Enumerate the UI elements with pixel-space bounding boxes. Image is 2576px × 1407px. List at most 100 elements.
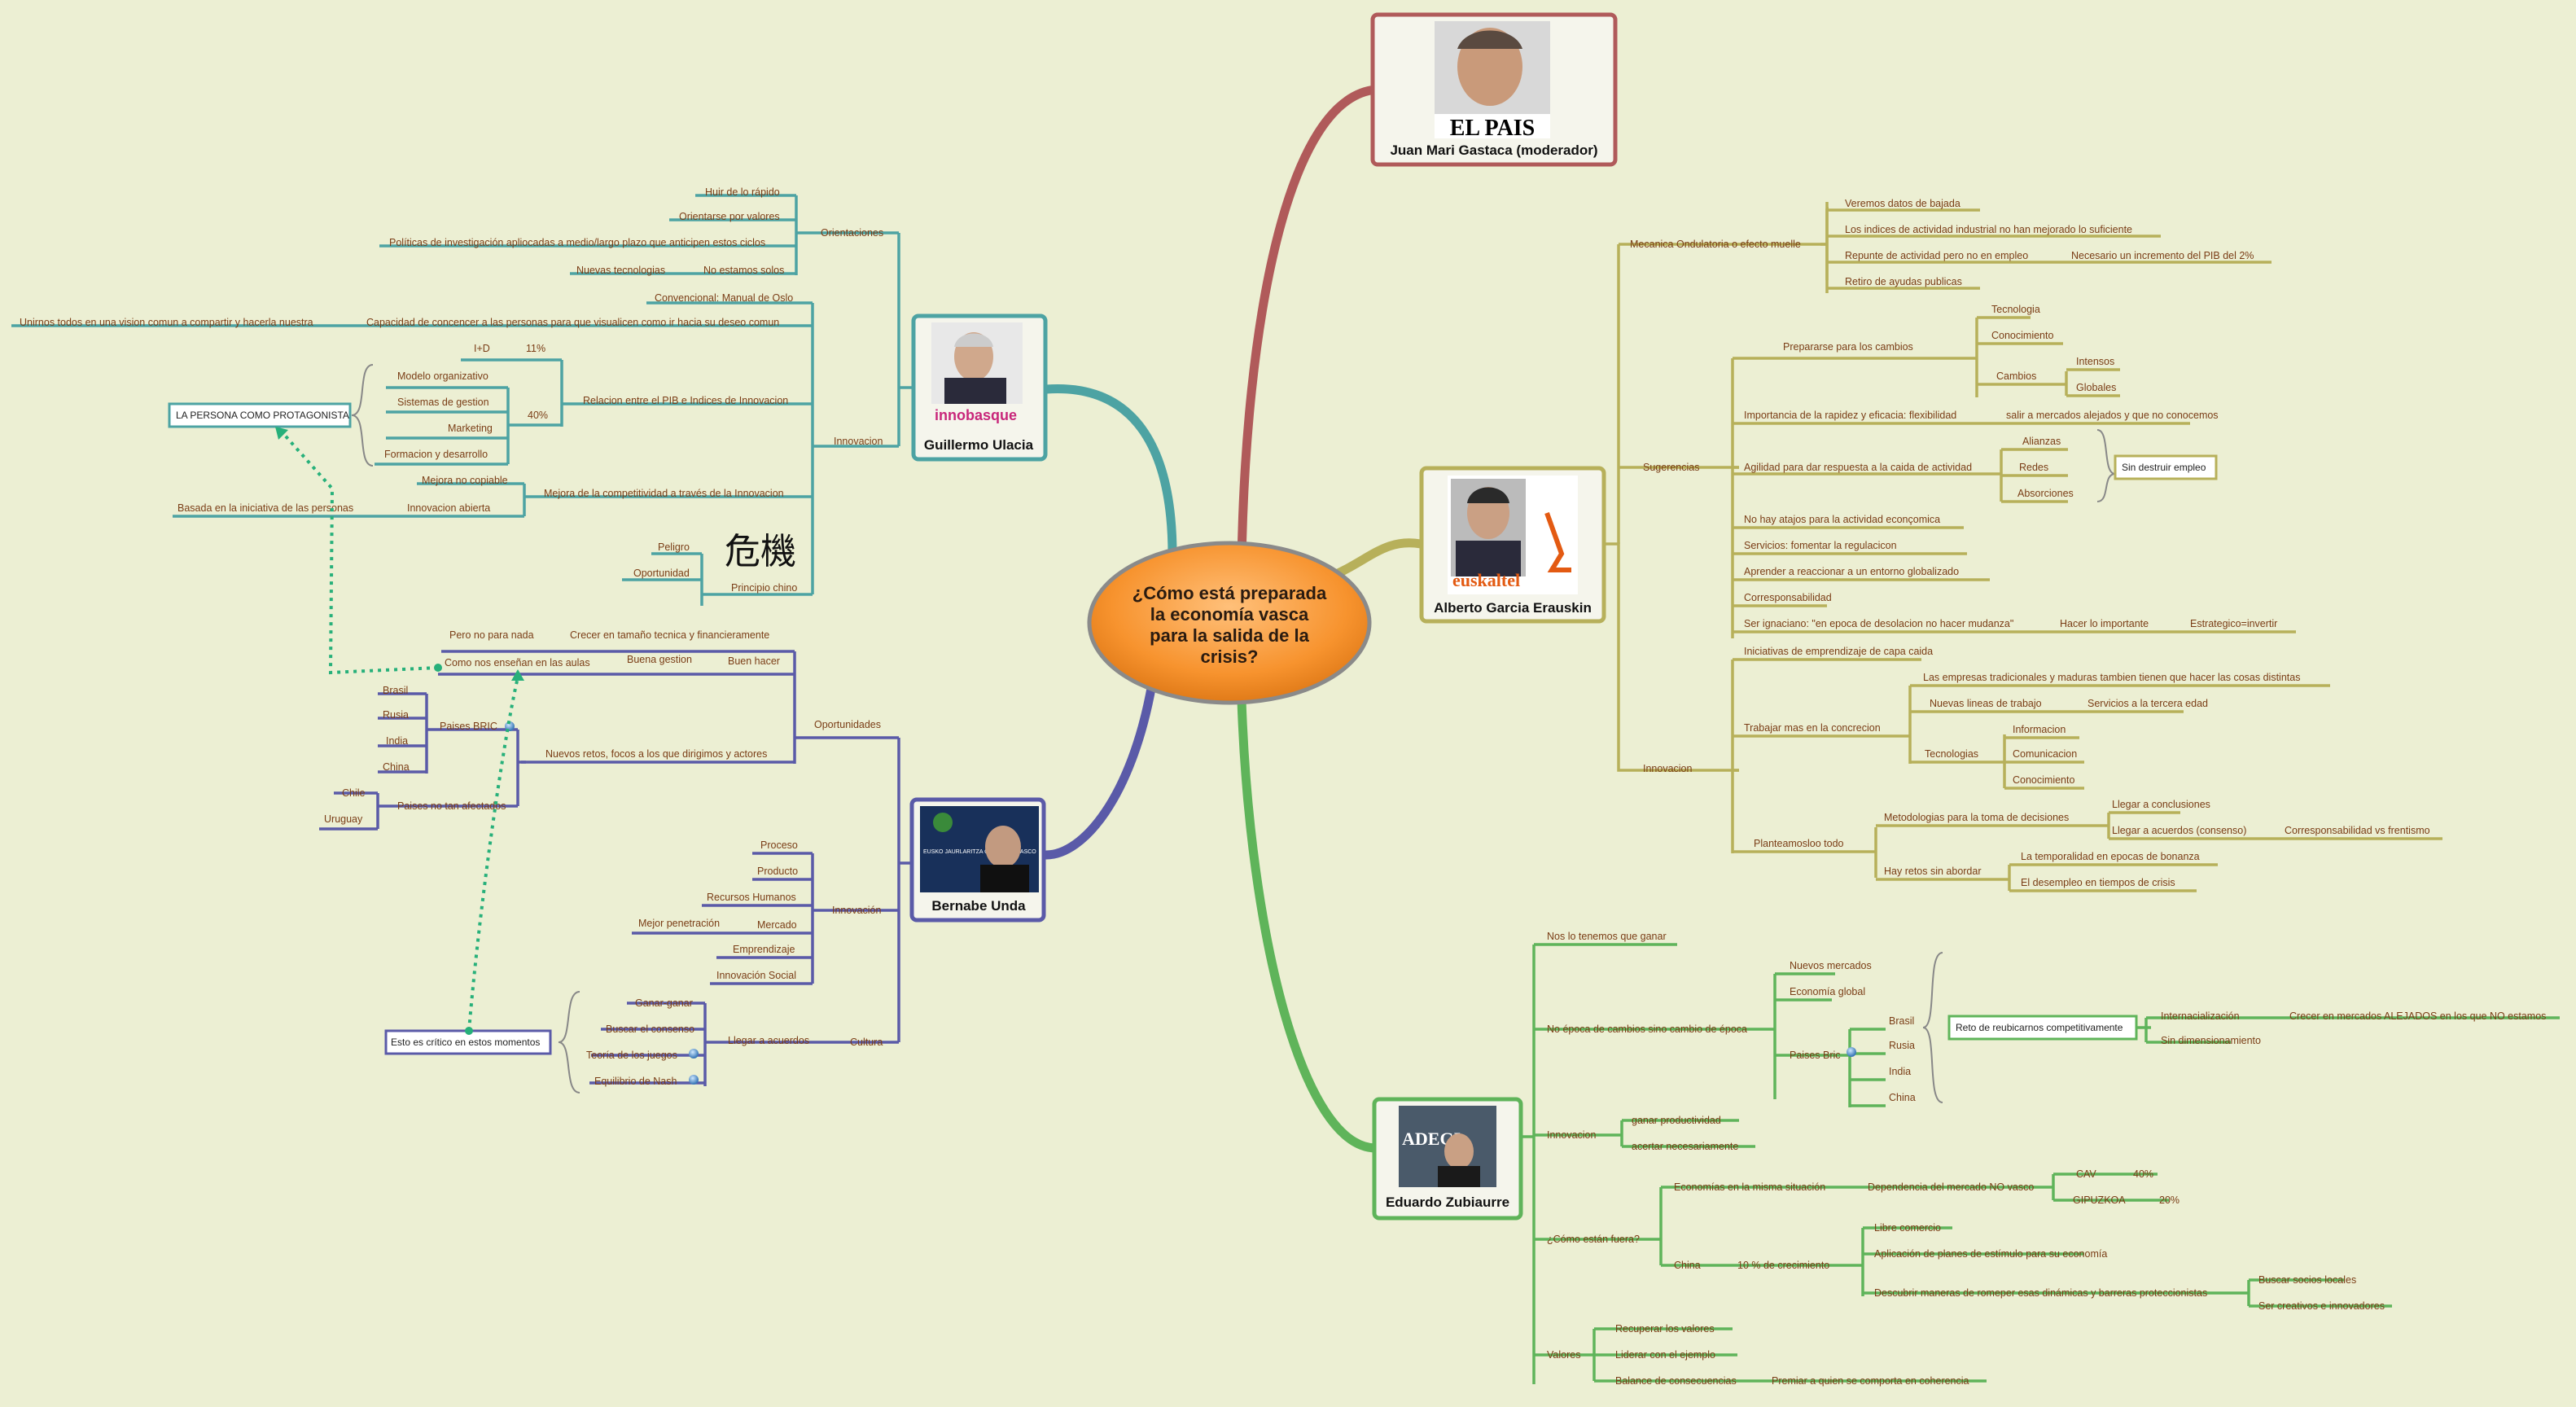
g-intensos[interactable]: Intensos: [2076, 356, 2114, 367]
u-innovacion[interactable]: Innovacion: [834, 436, 883, 447]
z-acertar[interactable]: acertar necesariamente: [1632, 1141, 1738, 1152]
u-pct40[interactable]: 40%: [528, 410, 548, 421]
person-node-ulacia[interactable]: innobasque Guillermo Ulacia: [911, 313, 1048, 462]
g-necesario[interactable]: Necesario un incremento del PIB del 2%: [2071, 250, 2254, 261]
un-uruguay[interactable]: Uruguay: [324, 813, 363, 825]
un-rusia[interactable]: Rusia: [383, 709, 409, 721]
person-node-gastaca[interactable]: EL PAIS Juan Mari Gastaca (moderador): [1370, 12, 1618, 167]
g-prepararse[interactable]: Prepararse para los cambios: [1783, 341, 1913, 353]
u-imasd[interactable]: I+D: [474, 343, 490, 354]
un-buen-hacer[interactable]: Buen hacer: [728, 655, 780, 667]
g-servicios[interactable]: Servicios: fomentar la regulacicon: [1744, 540, 1897, 551]
z-crecer-alejados[interactable]: Crecer en mercados ALEJADOS en los que N…: [2289, 1010, 2546, 1022]
g-planteamos[interactable]: Planteamosloo todo: [1754, 838, 1844, 849]
g-indices[interactable]: Los indices de actividad industrial no h…: [1845, 224, 2132, 235]
z-descubrir[interactable]: Descubrir maneras de romeper esas dinámi…: [1874, 1287, 2207, 1299]
un-oportunidades[interactable]: Oportunidades: [814, 719, 881, 730]
g-frentismo[interactable]: Corresponsabilidad vs frentismo: [2285, 825, 2430, 836]
z-brasil[interactable]: Brasil: [1889, 1015, 1914, 1027]
g-importancia[interactable]: Importancia de la rapidez y eficacia: fl…: [1744, 410, 1956, 421]
g-tecnologias[interactable]: Tecnologias: [1925, 748, 1978, 760]
z-sin-dimension[interactable]: Sin dimensionamiento: [2161, 1035, 2261, 1046]
un-nuevos-retos[interactable]: Nuevos retos, focos a los que dirigimos …: [545, 748, 767, 760]
g-mecanica[interactable]: Mecanica Ondulatoria o efecto muelle: [1630, 239, 1801, 250]
z-productividad[interactable]: ganar productividad: [1632, 1115, 1721, 1126]
un-critico[interactable]: Esto es crítico en estos momentos: [391, 1037, 540, 1048]
z-economias[interactable]: Economías en la misma situación: [1674, 1181, 1825, 1193]
z-liderar[interactable]: Liderar con el ejemplo: [1615, 1349, 1715, 1361]
un-nash[interactable]: Equilibrio de Nash: [594, 1076, 677, 1087]
z-dependencia[interactable]: Dependencia del mercado NO vasco: [1868, 1181, 2034, 1193]
g-globales[interactable]: Globales: [2076, 382, 2116, 393]
u-unirnos[interactable]: Unirnos todos en una vision comun a comp…: [20, 317, 313, 328]
un-pero[interactable]: Pero no para nada: [449, 629, 534, 641]
u-mejora-comp[interactable]: Mejora de la competitividad a través de …: [544, 488, 784, 499]
central-topic[interactable]: ¿Cómo está preparada la economía vasca p…: [1087, 541, 1372, 705]
z-cav-pct[interactable]: 40%: [2133, 1168, 2153, 1180]
g-metodologias[interactable]: Metodologias para la toma de decisiones: [1884, 812, 2069, 823]
un-india[interactable]: India: [386, 735, 408, 747]
g-desempleo[interactable]: El desempleo en tiempos de crisis: [2021, 877, 2175, 888]
u-persona[interactable]: LA PERSONA COMO PROTAGONISTA: [176, 410, 349, 421]
g-conocimiento[interactable]: Conocimiento: [1991, 330, 2053, 341]
z-recuperar[interactable]: Recuperar los valores: [1615, 1323, 1715, 1335]
g-tercera-edad[interactable]: Servicios a la tercera edad: [2088, 698, 2208, 709]
g-atajos[interactable]: No hay atajos para la actividad econçomi…: [1744, 514, 1940, 525]
g-retos[interactable]: Hay retos sin abordar: [1884, 866, 1982, 877]
g-comunicacion[interactable]: Comunicacion: [2013, 748, 2077, 760]
u-principio[interactable]: Principio chino: [731, 582, 797, 594]
g-conocimiento2[interactable]: Conocimiento: [2013, 774, 2074, 786]
un-proceso[interactable]: Proceso: [760, 839, 798, 851]
g-temporalidad[interactable]: La temporalidad en epocas de bonanza: [2021, 851, 2200, 862]
g-iniciativas[interactable]: Iniciativas de emprendizaje de capa caid…: [1744, 646, 1933, 657]
z-gipuzkoa[interactable]: GIPUZKOA: [2073, 1194, 2126, 1206]
u-orientarse[interactable]: Orientarse por valores: [679, 211, 780, 222]
person-node-garcia[interactable]: euskaltel Alberto Garcia Erauskin: [1419, 466, 1606, 624]
z-innovacion[interactable]: Innovacion: [1547, 1129, 1597, 1141]
u-politicas[interactable]: Políticas de investigación apliocadas a …: [389, 237, 765, 248]
un-no-afectados[interactable]: Paises no tan afectados: [397, 800, 506, 812]
g-acuerdos[interactable]: Llegar a acuerdos (consenso): [2112, 825, 2246, 836]
z-india[interactable]: India: [1889, 1066, 1911, 1077]
z-premiar[interactable]: Premiar a quien se comporta en coherenci…: [1772, 1375, 1969, 1387]
un-innov-social[interactable]: Innovación Social: [716, 970, 796, 981]
z-nuevos-mercados[interactable]: Nuevos mercados: [1790, 960, 1872, 971]
un-consenso[interactable]: Buscar el consenso: [606, 1023, 694, 1035]
person-node-unda[interactable]: EUSKO JAURLARITZA GOBIERNO VASCO Bernabe…: [909, 797, 1046, 923]
g-repunte[interactable]: Repunte de actividad pero no en empleo: [1845, 250, 2028, 261]
un-ganar[interactable]: Ganar-ganar: [635, 997, 693, 1009]
z-socios[interactable]: Buscar socios locales: [2258, 1274, 2356, 1286]
z-reto[interactable]: Reto de reubicarnos competitivamente: [1956, 1022, 2123, 1033]
z-crecimiento[interactable]: 10 % de crecimiento: [1737, 1260, 1829, 1271]
u-orientaciones[interactable]: Orientaciones: [821, 227, 883, 239]
g-conclusiones[interactable]: Llegar a conclusiones: [2112, 799, 2210, 810]
u-basada[interactable]: Basada en la iniciativa de las personas: [177, 502, 353, 514]
z-libre-comercio[interactable]: Libre comercio: [1874, 1222, 1941, 1234]
u-no-solos[interactable]: No estamos solos: [703, 265, 784, 276]
z-balance[interactable]: Balance de consecuencias: [1615, 1375, 1737, 1387]
g-corresp[interactable]: Corresponsabilidad: [1744, 592, 1832, 603]
g-aprender[interactable]: Aprender a reaccionar a un entorno globa…: [1744, 566, 1959, 577]
g-empresas-trad[interactable]: Las empresas tradicionales y maduras tam…: [1923, 672, 2300, 683]
un-cultura[interactable]: Cultura: [850, 1037, 883, 1048]
u-relacion[interactable]: Relacion entre el PIB e Indices de Innov…: [583, 395, 788, 406]
un-emprendizaje[interactable]: Emprendizaje: [733, 944, 795, 955]
z-planes[interactable]: Aplicación de planes de estímulo para su…: [1874, 1248, 2107, 1260]
g-trabajar[interactable]: Trabajar mas en la concrecion: [1744, 722, 1881, 734]
u-convencional[interactable]: Convencional: Manual de Oslo: [655, 292, 793, 304]
u-oportunidad[interactable]: Oportunidad: [633, 568, 690, 579]
u-formacion[interactable]: Formacion y desarrollo: [384, 449, 488, 460]
person-node-zubiaurre[interactable]: ADEGI Eduardo Zubiaurre: [1372, 1097, 1523, 1221]
un-buena-gestion[interactable]: Buena gestion: [627, 654, 692, 665]
z-rusia[interactable]: Rusia: [1889, 1040, 1915, 1051]
u-nuevas-tec[interactable]: Nuevas tecnologias: [576, 265, 665, 276]
z-economia-global[interactable]: Economía global: [1790, 986, 1865, 997]
un-producto[interactable]: Producto: [757, 866, 798, 877]
g-informacion[interactable]: Informacion: [2013, 724, 2066, 735]
u-marketing[interactable]: Marketing: [448, 423, 493, 434]
z-creativos[interactable]: Ser creativos e innovadores: [2258, 1300, 2385, 1312]
z-china-label[interactable]: China: [1674, 1260, 1701, 1271]
u-mejora-no[interactable]: Mejora no copiable: [422, 475, 508, 486]
u-pct11[interactable]: 11%: [526, 343, 545, 354]
u-peligro[interactable]: Peligro: [658, 541, 690, 553]
